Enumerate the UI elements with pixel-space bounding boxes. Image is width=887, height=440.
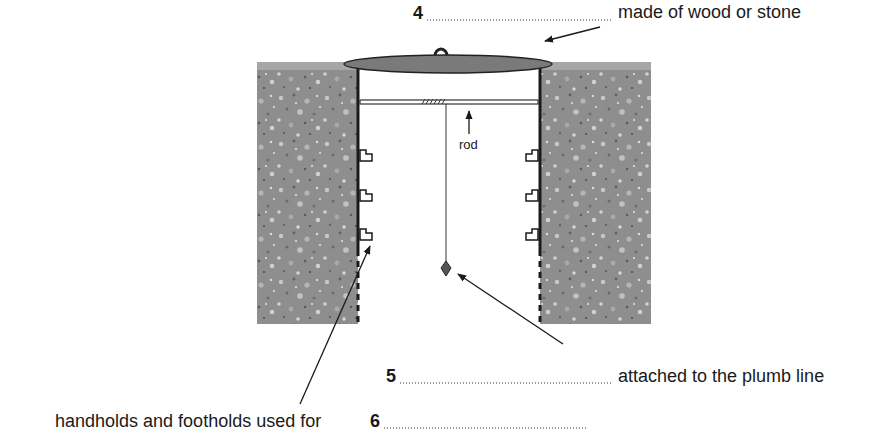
shaft-wall xyxy=(358,66,540,322)
rod xyxy=(360,99,538,104)
leader-arrow xyxy=(300,27,600,404)
callout-number: 5 xyxy=(386,366,396,388)
well-lid xyxy=(344,49,552,73)
plumb-bob xyxy=(441,261,451,276)
callout-number: 4 xyxy=(413,3,423,25)
answer-blank xyxy=(384,20,612,428)
plumb-line xyxy=(446,104,447,262)
callout-number: 6 xyxy=(370,411,380,433)
part-label: made of wood or stone xyxy=(618,2,801,24)
part-label: attached to the plumb line xyxy=(618,366,824,388)
part-label: rod xyxy=(459,137,478,153)
ground xyxy=(257,62,651,324)
handholds xyxy=(360,150,538,240)
part-label: handholds and footholds used for xyxy=(55,411,321,433)
